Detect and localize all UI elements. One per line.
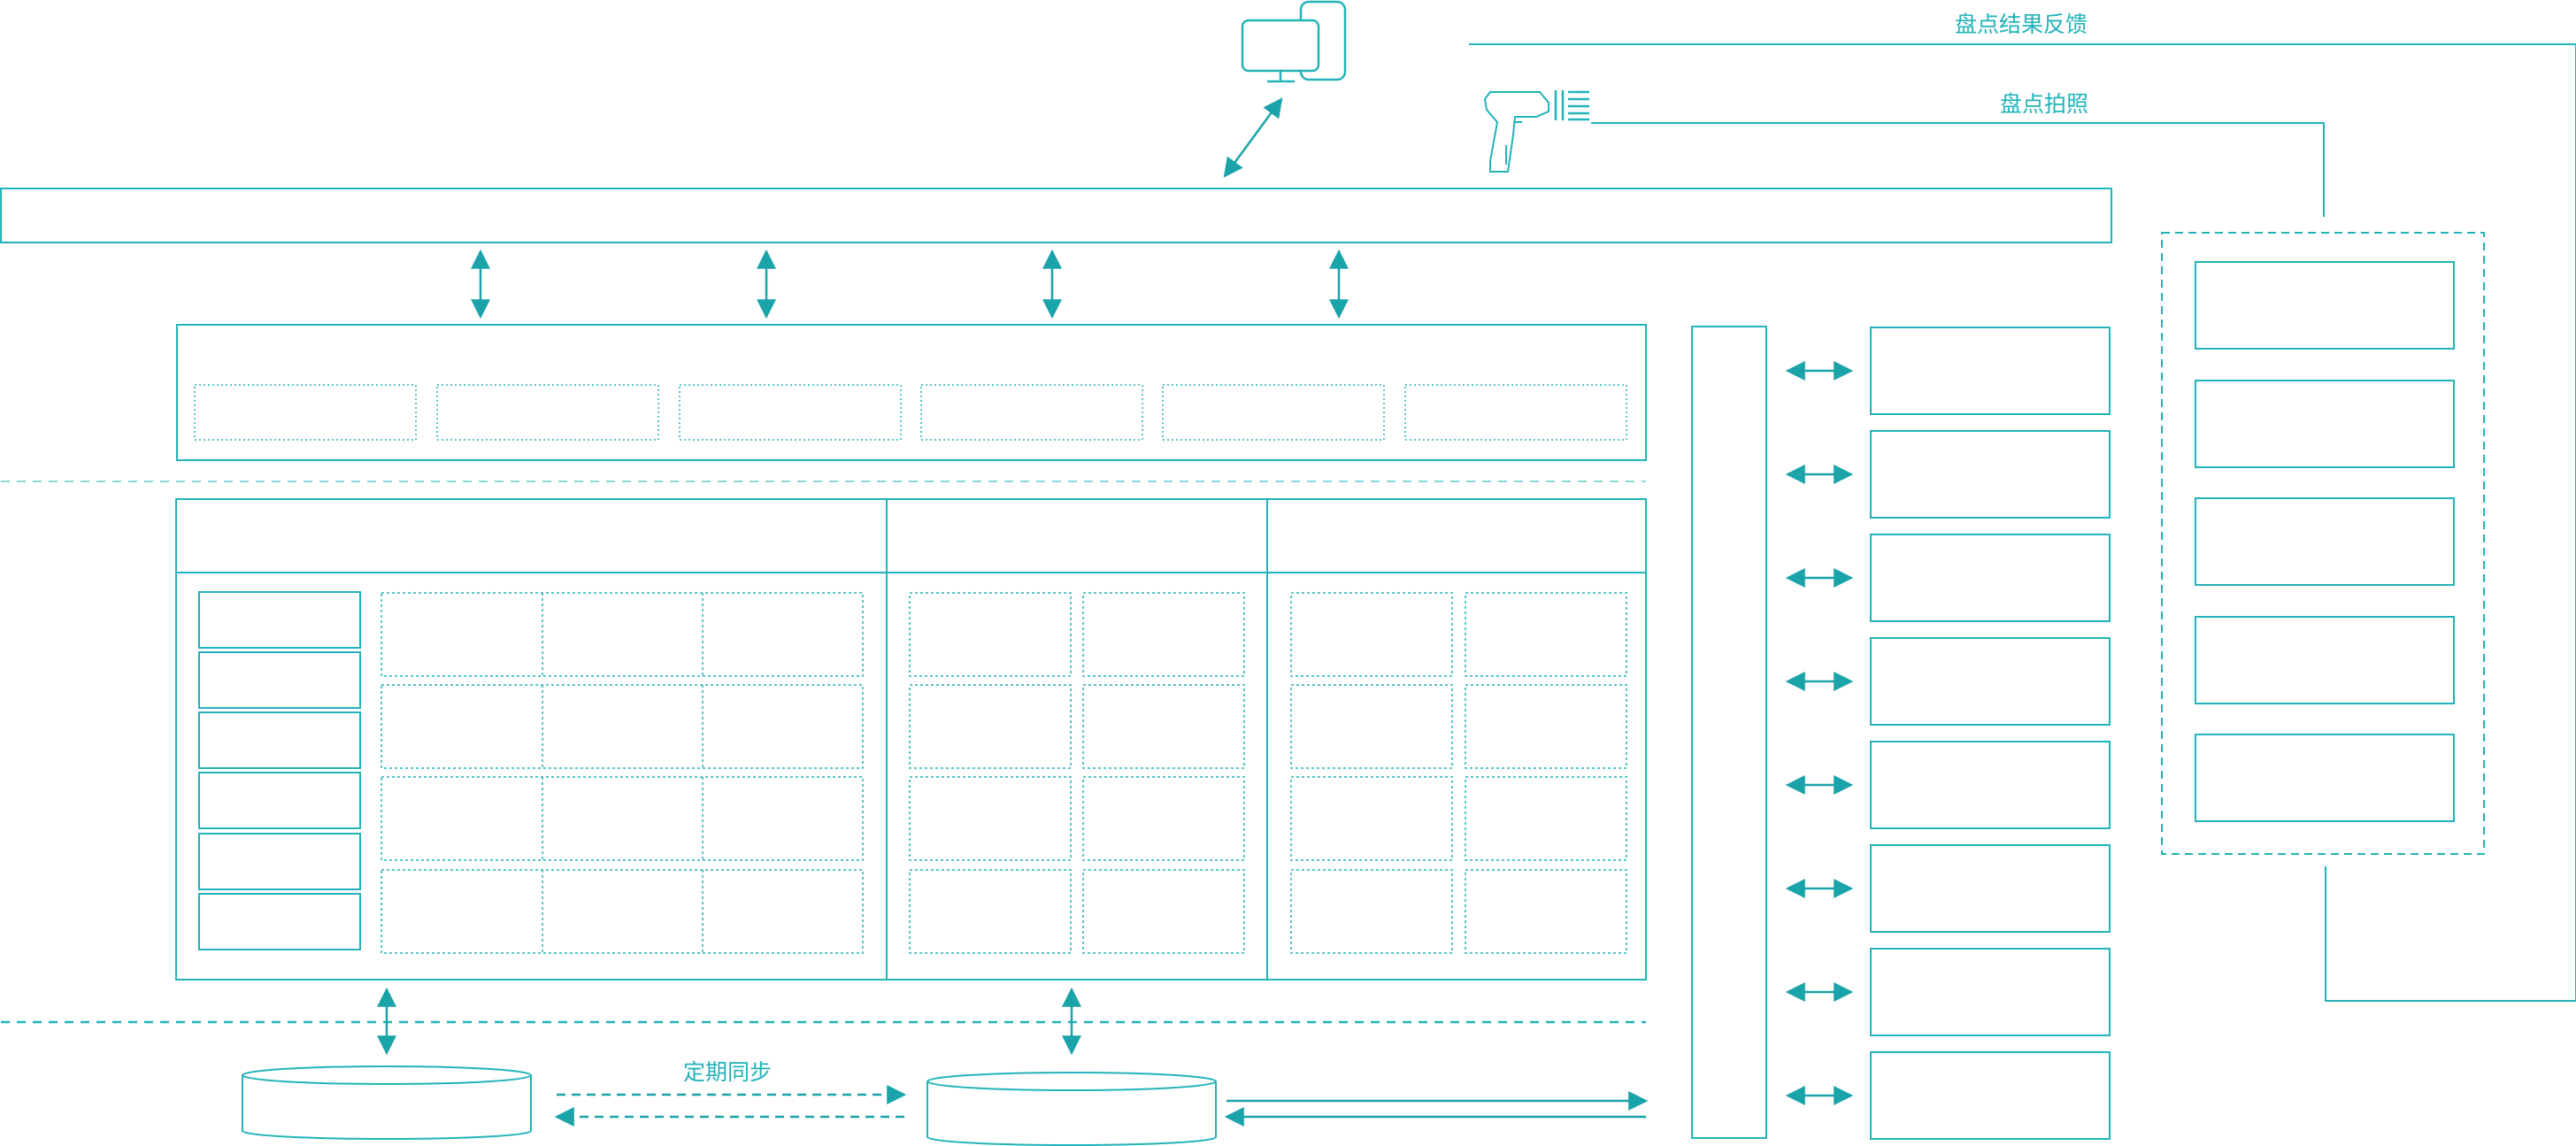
top-bar xyxy=(0,188,2112,243)
left-cell-group-2 xyxy=(381,684,864,769)
photo-box-4 xyxy=(2195,616,2455,704)
service-module-6 xyxy=(1404,384,1627,441)
terminal-box-4 xyxy=(1870,637,2111,726)
vertical-bus xyxy=(1691,326,1767,1139)
right-cell-2-a xyxy=(1290,684,1453,769)
photo-box-1 xyxy=(2195,261,2455,350)
middle-cell-4-a xyxy=(909,869,1072,954)
service-module-2 xyxy=(436,384,659,441)
photo-box-2 xyxy=(2195,380,2455,468)
service-layer-box xyxy=(176,324,1647,461)
service-module-3 xyxy=(679,384,902,441)
computer-link-arrow xyxy=(1223,97,1283,178)
left-cell-group-3 xyxy=(381,776,864,861)
terminal-box-6 xyxy=(1870,844,2111,933)
service-module-5 xyxy=(1162,384,1385,441)
right-cell-4-b xyxy=(1465,869,1627,954)
photo-group-dashed xyxy=(2161,232,2485,855)
desktop-monitor-icon xyxy=(1241,0,1347,83)
photo-label: 盘点拍照 xyxy=(2000,91,2088,117)
middle-cell-3-b xyxy=(1082,776,1245,861)
right-cell-1-a xyxy=(1290,592,1453,677)
right-cell-3-b xyxy=(1465,776,1627,861)
right-cell-4-a xyxy=(1290,869,1453,954)
terminal-box-2 xyxy=(1870,430,2111,519)
category-box-4 xyxy=(198,772,361,829)
left-cell-group-4 xyxy=(381,869,864,954)
category-box-3 xyxy=(198,711,361,769)
database-left xyxy=(242,1065,532,1140)
service-module-1 xyxy=(194,384,417,441)
middle-cell-2-b xyxy=(1082,684,1245,769)
terminal-box-7 xyxy=(1870,948,2111,1036)
category-box-1 xyxy=(198,591,361,649)
right-cell-2-b xyxy=(1465,684,1627,769)
sync-label: 定期同步 xyxy=(683,1059,772,1085)
right-cell-1-b xyxy=(1465,592,1627,677)
middle-cell-2-a xyxy=(909,684,1072,769)
middle-cell-1-b xyxy=(1082,592,1245,677)
category-box-6 xyxy=(198,893,361,950)
terminal-box-8 xyxy=(1870,1051,2111,1140)
photo-connector xyxy=(1591,122,2325,217)
left-cell-group-1 xyxy=(381,592,864,677)
middle-cell-1-a xyxy=(909,592,1072,677)
terminal-box-3 xyxy=(1870,534,2111,622)
middle-cell-4-b xyxy=(1082,869,1245,954)
main-grid xyxy=(175,498,1647,981)
feedback-label: 盘点结果反馈 xyxy=(1955,12,2088,37)
photo-box-3 xyxy=(2195,497,2455,586)
barcode-scanner-icon xyxy=(1483,90,1589,173)
middle-cell-3-a xyxy=(909,776,1072,861)
right-cell-3-a xyxy=(1290,776,1453,861)
feedback-connector xyxy=(1469,43,2576,1002)
database-right xyxy=(927,1072,1217,1146)
service-module-4 xyxy=(920,384,1143,441)
category-box-2 xyxy=(198,651,361,709)
terminal-box-1 xyxy=(1870,327,2111,415)
category-box-5 xyxy=(198,833,361,890)
terminal-box-5 xyxy=(1870,741,2111,829)
photo-box-5 xyxy=(2195,734,2455,822)
